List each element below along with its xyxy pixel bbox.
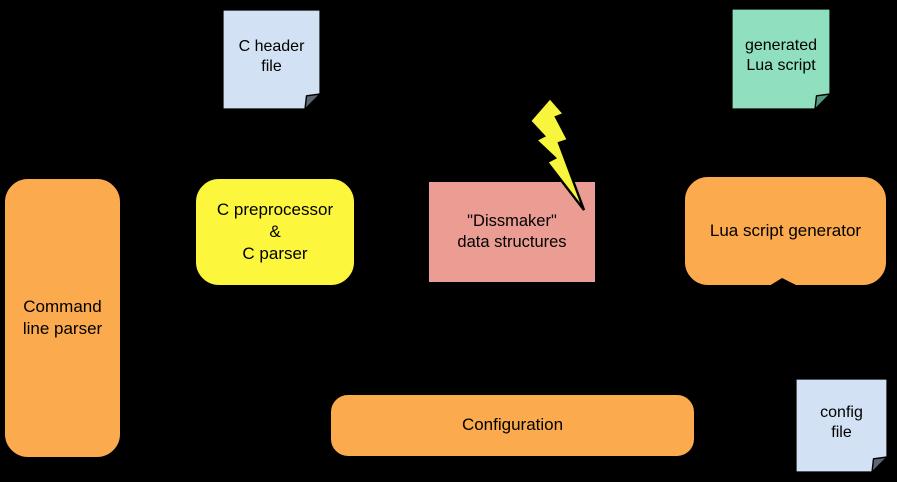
note-shape (795, 378, 888, 473)
note-shape (731, 8, 831, 110)
folded-corner-icon (814, 93, 831, 110)
node-label: "Dissmaker" data structures (457, 211, 567, 251)
node-label: C preprocessor & C parser (216, 199, 334, 264)
lightning-bolt-icon (528, 96, 586, 211)
node-c-preprocessor-and-parser: C preprocessor & C parser (195, 178, 355, 286)
node-label: Command line parser (22, 296, 103, 338)
note-shape (222, 9, 321, 110)
folded-corner-icon (871, 456, 888, 473)
node-label: Lua script generator (709, 220, 862, 240)
node-dissmaker-data-structures: "Dissmaker" data structures (428, 181, 596, 283)
note-c-header-file: C header file (222, 9, 321, 110)
note-label: C header file (238, 37, 305, 75)
arrowhead-icon (769, 278, 798, 286)
node-lua-script-generator: Lua script generator (684, 176, 887, 286)
node-configuration: Configuration (330, 394, 695, 457)
node-command-line-parser: Command line parser (4, 178, 121, 458)
folded-corner-icon (304, 93, 321, 110)
node-label: Configuration (461, 415, 564, 435)
note-config-file: config file (795, 378, 888, 473)
note-label: generated Lua script (744, 37, 818, 74)
note-generated-lua-script: generated Lua script (731, 8, 831, 110)
note-label: config file (820, 403, 863, 441)
